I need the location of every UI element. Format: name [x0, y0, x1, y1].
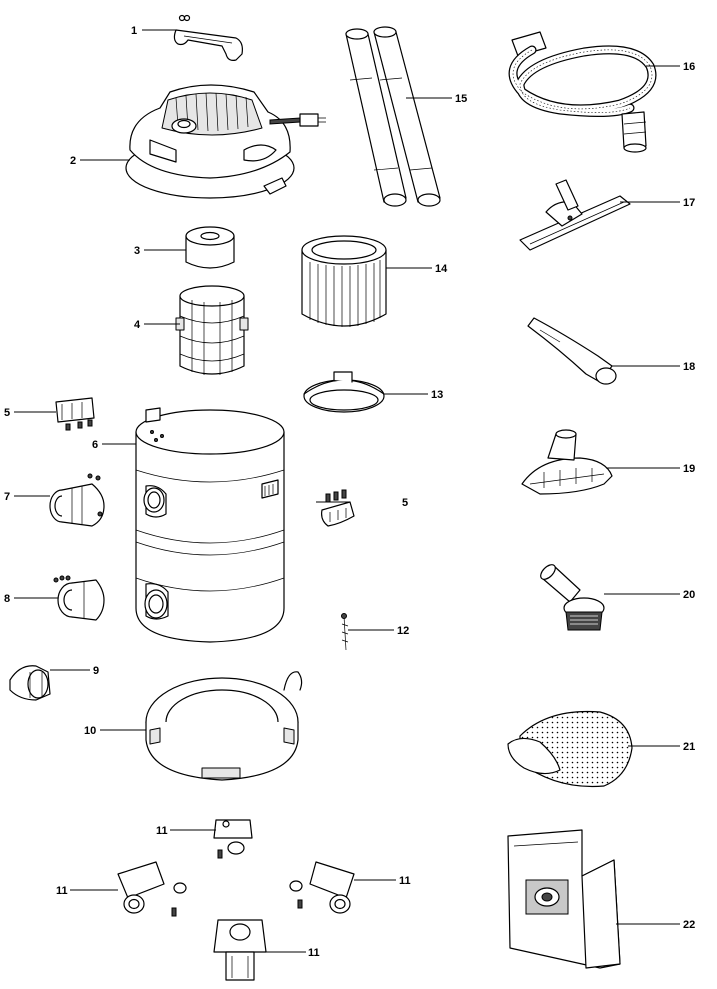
callout-7: 7 [4, 491, 10, 503]
callout-11-top: 11 [156, 825, 168, 837]
callout-14: 14 [435, 263, 448, 275]
part-dust-bag [507, 829, 621, 969]
part-crevice-tool [527, 317, 617, 385]
callout-6: 6 [92, 439, 98, 451]
callout-5-left: 5 [4, 407, 10, 419]
part-hose-connector [9, 665, 51, 701]
callout-18: 18 [683, 361, 695, 373]
callout-21: 21 [683, 741, 695, 753]
callout-11-right: 11 [399, 875, 411, 887]
callout-17: 17 [683, 197, 695, 209]
leader-lines [14, 29, 680, 953]
callout-4: 4 [134, 319, 141, 331]
callout-9: 9 [93, 665, 99, 677]
callout-22: 22 [683, 919, 695, 931]
part-base-ring [145, 671, 303, 781]
part-caster-left [117, 861, 187, 917]
part-drain-fitting [53, 575, 105, 621]
part-tank [135, 407, 285, 643]
part-caster-right [289, 861, 355, 914]
part-clip [341, 613, 349, 651]
part-latch-right [321, 489, 355, 527]
part-filter-lid [303, 371, 385, 413]
callout-12: 12 [397, 625, 409, 637]
part-floor-nozzle [519, 179, 631, 251]
callout-5-right: 5 [402, 497, 408, 509]
callout-8: 8 [4, 593, 10, 605]
callout-11-left: 11 [56, 885, 68, 897]
callout-13: 13 [431, 389, 443, 401]
part-motor-head [125, 84, 326, 199]
callout-15: 15 [455, 93, 467, 105]
part-hose [508, 31, 657, 153]
part-caster-top [213, 819, 253, 859]
part-utility-nozzle [521, 429, 613, 495]
part-dusting-brush [540, 564, 605, 631]
callout-10: 10 [84, 725, 96, 737]
part-inlet-adapter [49, 473, 105, 527]
part-caster-bottom [213, 919, 267, 981]
part-foam-filter [185, 226, 235, 269]
part-latch-left [55, 397, 95, 431]
part-extension-wands [345, 26, 441, 207]
callout-3: 3 [134, 245, 140, 257]
callout-20: 20 [683, 589, 695, 601]
part-cartridge-filter [301, 235, 387, 327]
part-handle [173, 14, 243, 61]
callout-labels: 1 2 3 4 5 5 6 7 8 9 10 11 11 11 11 12 13… [4, 25, 695, 959]
part-filter-cage [175, 285, 249, 375]
callout-16: 16 [683, 61, 695, 73]
callout-11-bottom: 11 [308, 947, 320, 959]
callout-19: 19 [683, 463, 695, 475]
callout-2: 2 [70, 155, 76, 167]
callout-1: 1 [131, 25, 137, 37]
part-cloth-filter [507, 710, 633, 788]
